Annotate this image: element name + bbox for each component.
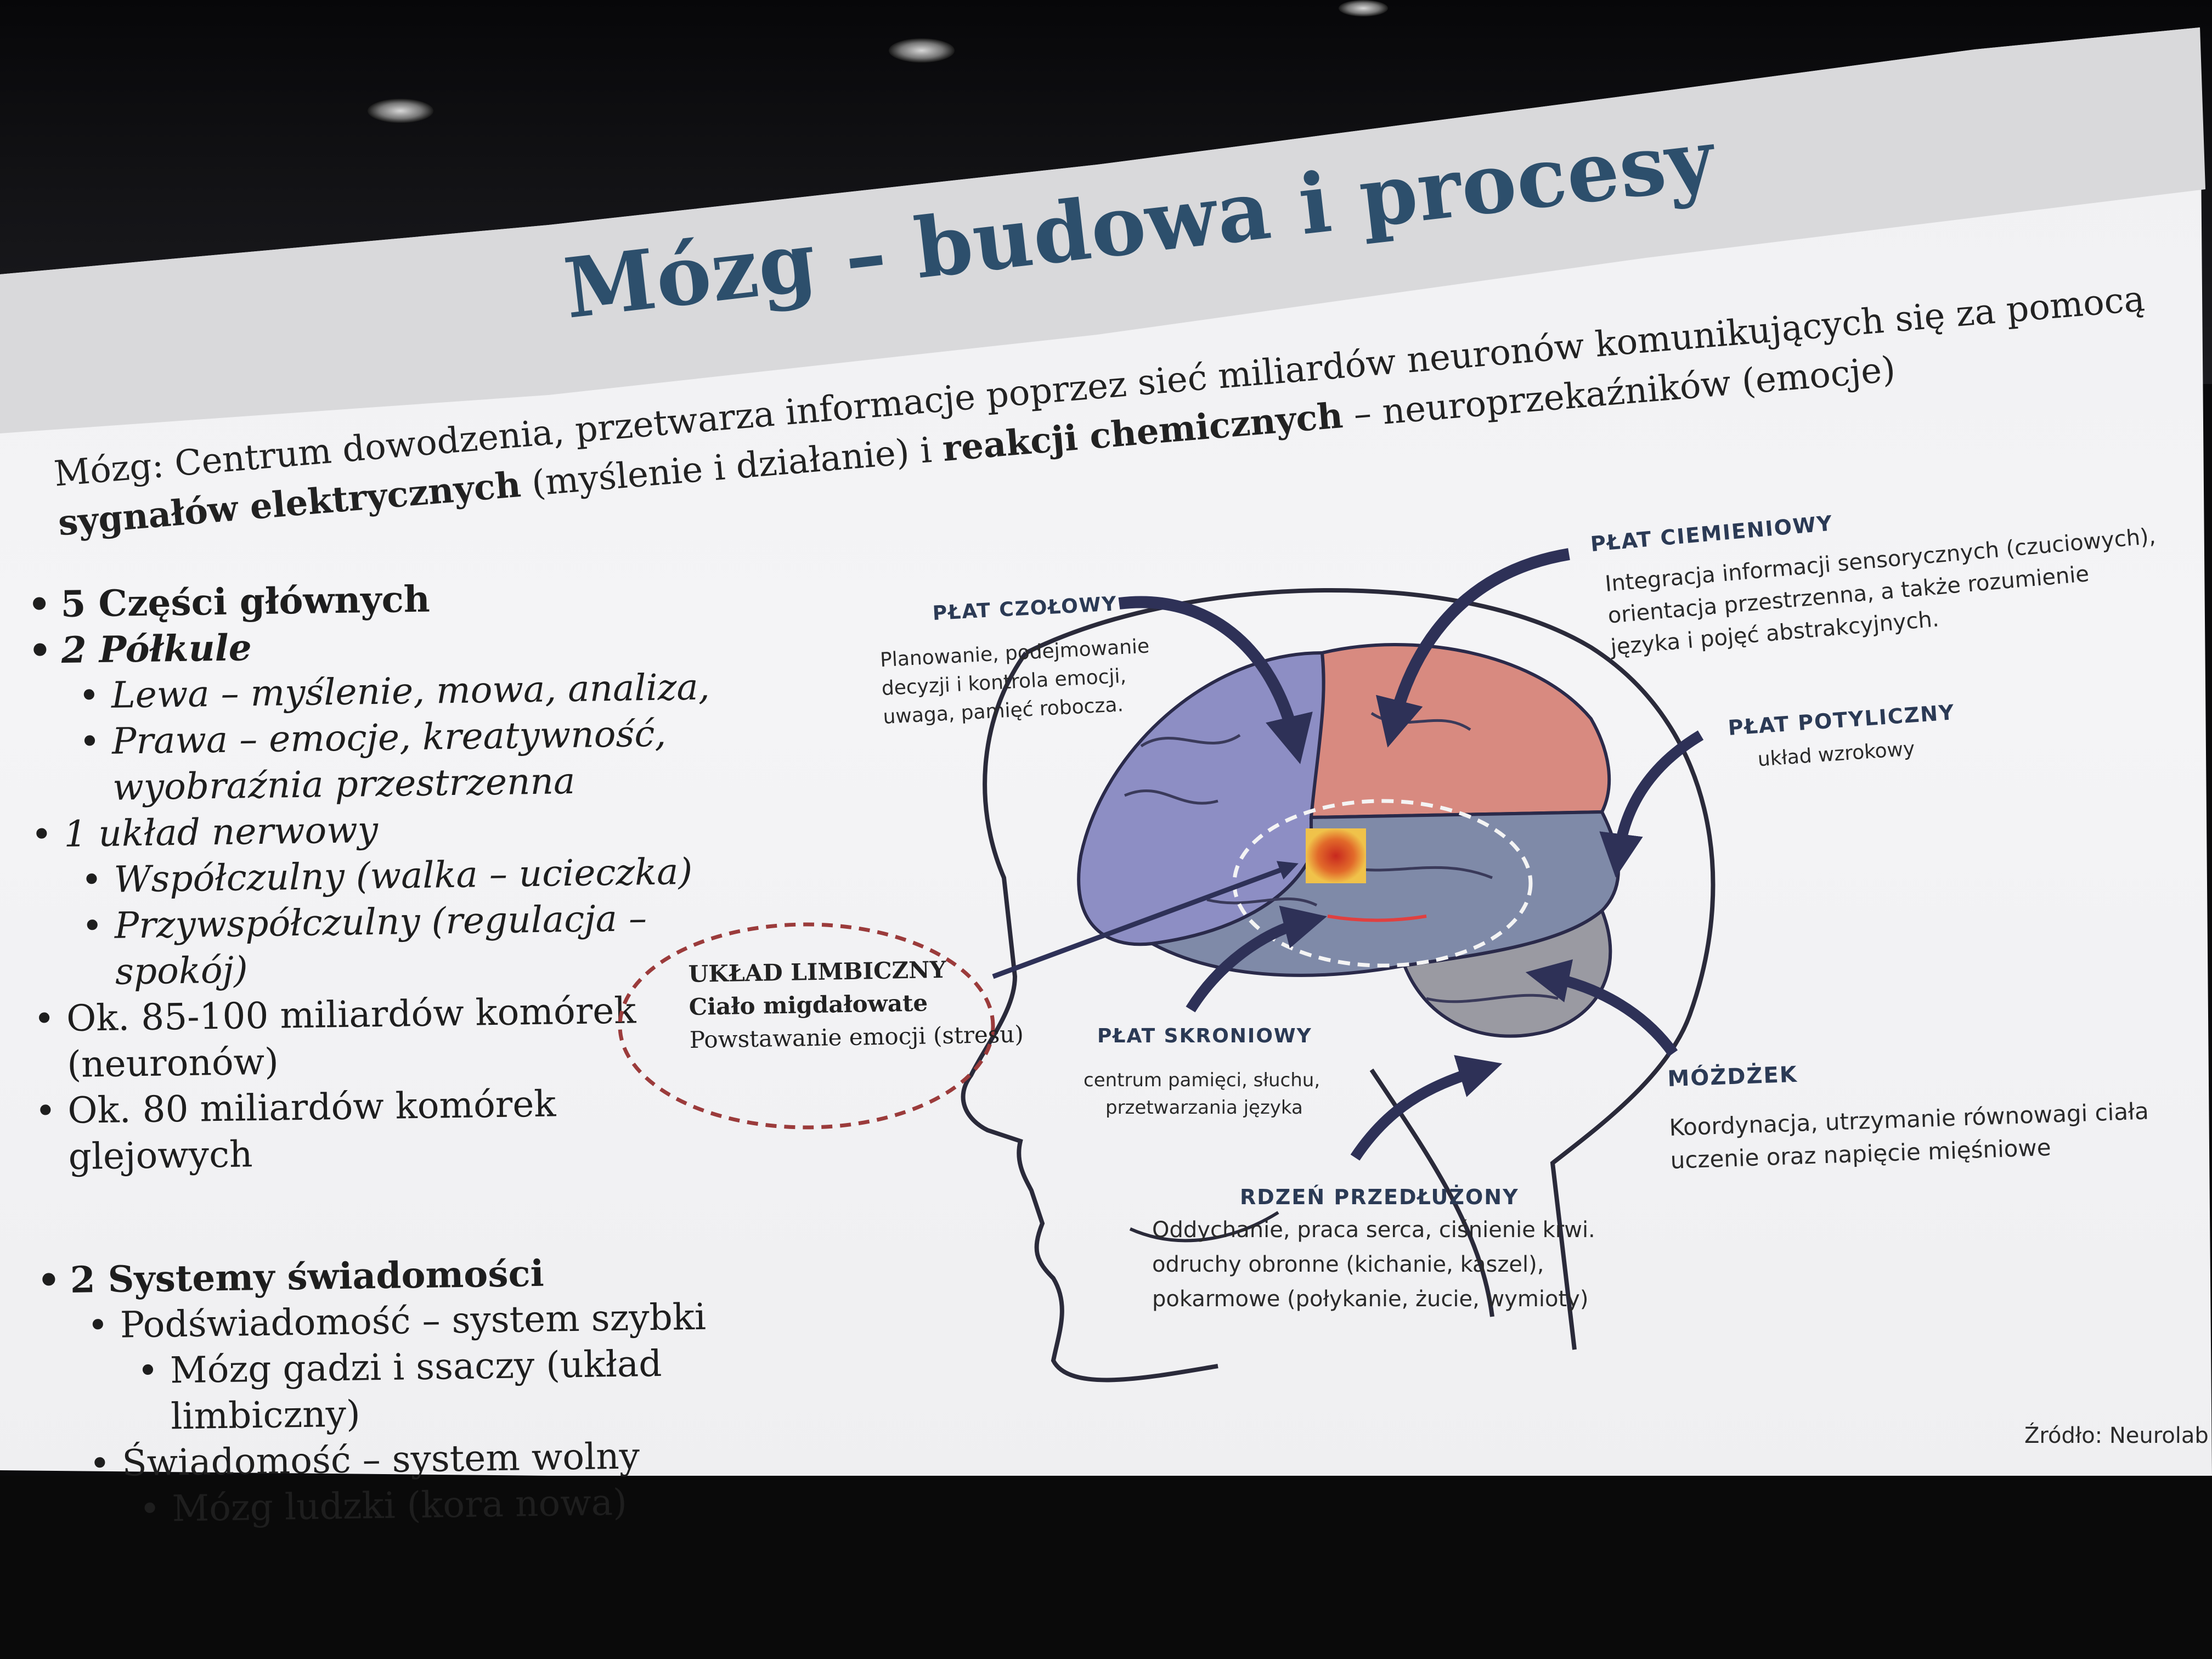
parietal-lobe-label: PŁAT CIEMIENIOWY Integracja informacji s… <box>1589 511 2157 660</box>
ceiling-lamp <box>1339 0 1388 16</box>
temporal-title: PŁAT SKRONIOWY <box>1097 1025 1312 1047</box>
amygdala-marker <box>1306 828 1366 883</box>
limbic-title: UKŁAD LIMBICZNY <box>688 956 947 988</box>
cerebellum-title: MÓŻDŻEK <box>1667 1061 1798 1092</box>
occipital-arrow <box>1599 730 1704 878</box>
source-citation: Źródło: Neurolab <box>2024 1422 2209 1448</box>
head-outline <box>1025 588 1716 1350</box>
medulla-label: RDZEŃ PRZEDŁUŻONY Oddychanie, praca serc… <box>1152 1185 1595 1312</box>
face-profile <box>961 651 1218 1383</box>
cerebellum-label: MÓŻDŻEK Koordynacja, utrzymanie równowag… <box>1667 1061 2149 1174</box>
limbic-line-2: Powstawanie emocji (stresu) <box>689 1020 1024 1053</box>
cerebellum-line-2: uczenie oraz napięcie mięśniowe <box>1670 1134 2051 1174</box>
cerebellum-arrow <box>1525 959 1678 1057</box>
cerebellum <box>1402 907 1612 1038</box>
occipital-line-1: układ wzrokowy <box>1757 737 1916 771</box>
temporal-arrow <box>1186 905 1327 1013</box>
frontal-lobe-label: PŁAT CZOŁOWY Planowanie, podejmowanie de… <box>879 592 1150 729</box>
limbic-highlight <box>1232 799 1533 968</box>
parietal-arrow <box>1376 548 1570 748</box>
jaw-line <box>1129 1211 1279 1243</box>
limbic-system-ellipse <box>618 922 995 1130</box>
occipital-lobe-label: PŁAT POTYLICZNY układ wzrokowy <box>1727 700 1956 771</box>
limbic-arrow <box>992 861 1299 979</box>
temporal-line-1: centrum pamięci, słuchu, <box>1084 1069 1320 1091</box>
neck-line <box>1369 1068 1494 1317</box>
temporal-line-2: przetwarzania języka <box>1105 1097 1303 1119</box>
frontal-arrow <box>1118 596 1313 764</box>
ceiling-lamp <box>889 38 955 63</box>
medulla-title: RDZEŃ PRZEDŁUŻONY <box>1240 1185 1519 1209</box>
temporal-lobe-label: PŁAT SKRONIOWY centrum pamięci, słuchu, … <box>1084 1025 1320 1119</box>
parietal-title: PŁAT CIEMIENIOWY <box>1589 511 1834 556</box>
amygdala-glow <box>1327 915 1427 922</box>
parietal-lobe <box>1309 643 1611 820</box>
frontal-title: PŁAT CZOŁOWY <box>932 592 1118 625</box>
medulla-line-1: Oddychanie, praca serca, ciśnienie krwi. <box>1152 1217 1595 1243</box>
limbic-system-label: UKŁAD LIMBICZNY Ciało migdałowate Powsta… <box>688 956 1024 1053</box>
limbic-line-1: Ciało migdałowate <box>689 989 928 1020</box>
frontal-line-3: uwaga, pamięć robocza. <box>883 693 1124 729</box>
cerebellum-line-1: Koordynacja, utrzymanie równowagi ciała <box>1669 1097 2149 1141</box>
medulla-line-2: odruchy obronne (kichanie, kaszel), <box>1152 1252 1544 1277</box>
medulla-line-3: pokarmowe (połykanie, żucie, wymioty) <box>1152 1286 1588 1312</box>
ceiling-lamp <box>368 99 433 123</box>
occipital-title: PŁAT POTYLICZNY <box>1727 700 1956 740</box>
medulla-arrow <box>1350 1055 1503 1161</box>
